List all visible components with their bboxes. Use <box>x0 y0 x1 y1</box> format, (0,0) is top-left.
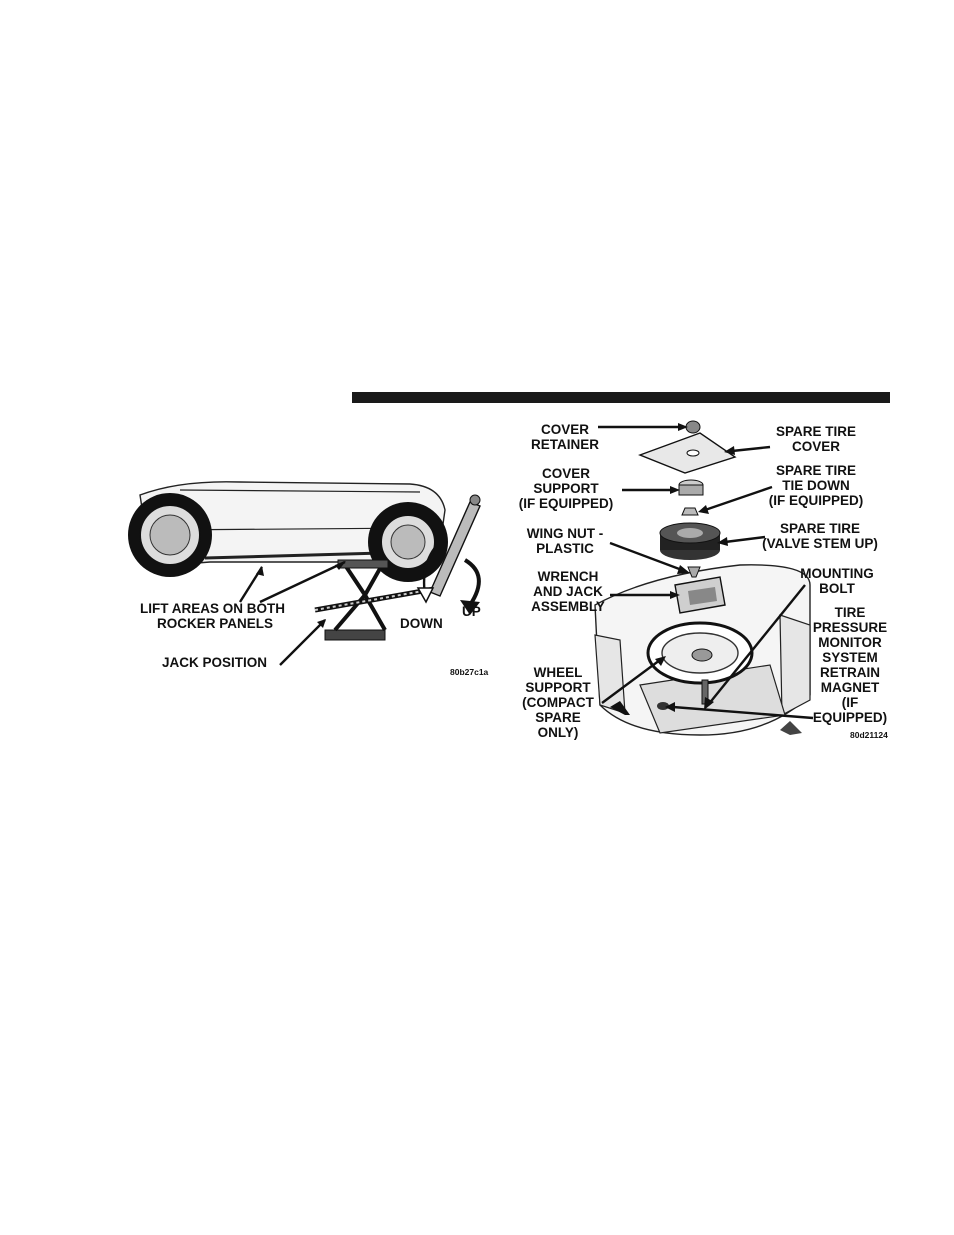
wheel-support-label-4: SPARE <box>535 710 581 725</box>
tpms-label-1: TIRE <box>835 605 866 620</box>
wrench-jack-label-2: AND JACK <box>533 584 603 599</box>
wing-nut-label-2: PLASTIC <box>536 541 594 556</box>
spare-tire-cover-label-1: SPARE TIRE <box>776 424 856 439</box>
wrench-jack-assembly-icon <box>674 576 726 614</box>
jack-wrench-handle-icon <box>429 494 481 597</box>
wrench-jack-label-1: WRENCH <box>538 569 599 584</box>
spare-tire-icon <box>659 522 721 560</box>
wing-nut-icon <box>687 566 701 578</box>
down-arrow-icon <box>416 539 443 604</box>
lift-areas-label-line1: LIFT AREAS ON BOTH <box>140 601 285 616</box>
tpms-label-3: MONITOR <box>818 635 882 650</box>
cover-support-icon <box>678 479 704 496</box>
up-label: UP <box>462 604 481 619</box>
cover-retainer-label-1: COVER <box>541 422 589 437</box>
rear-wheel-icon <box>128 493 212 577</box>
mounting-bolt-label-1: MOUNTING <box>800 566 874 581</box>
wheel-support-label-2: SUPPORT <box>525 680 591 695</box>
cover-retainer-icon <box>685 420 701 434</box>
lift-areas-label-line2: ROCKER PANELS <box>157 616 273 631</box>
tpms-magnet-icon <box>657 702 669 710</box>
tie-down-label-2: TIE DOWN <box>782 478 850 493</box>
section-divider-bar <box>352 392 890 403</box>
spare-tire-cover-label-2: COVER <box>792 439 840 454</box>
cover-support-label-3: (IF EQUIPPED) <box>519 496 614 511</box>
tpms-label-2: PRESSURE <box>813 620 887 635</box>
wheel-support-icon <box>646 621 754 685</box>
wing-nut-label-1: WING NUT - <box>527 526 604 541</box>
tpms-label-6: MAGNET <box>821 680 880 695</box>
figure-code-right: 80d21124 <box>850 730 888 740</box>
tpms-label-5: RETRAIN <box>820 665 880 680</box>
jack-position-illustration: LIFT AREAS ON BOTH ROCKER PANELS JACK PO… <box>128 481 489 677</box>
tie-down-label-3: (IF EQUIPPED) <box>769 493 864 508</box>
tpms-label-8: EQUIPPED) <box>813 710 887 725</box>
cover-support-label-1: COVER <box>542 466 590 481</box>
wheel-support-label-5: ONLY) <box>538 725 579 740</box>
down-label: DOWN <box>400 616 443 631</box>
tie-down-icon <box>681 507 699 516</box>
cover-retainer-label-2: RETAINER <box>531 437 599 452</box>
wheel-support-label-1: WHEEL <box>534 665 583 680</box>
mounting-bolt-label-2: BOLT <box>819 581 855 596</box>
tie-down-label-1: SPARE TIRE <box>776 463 856 478</box>
tpms-label-4: SYSTEM <box>822 650 878 665</box>
cover-support-label-2: SUPPORT <box>533 481 599 496</box>
spare-tire-stowage-illustration: COVER RETAINER SPARE TIRE COVER COVER SU… <box>519 420 888 740</box>
up-arrow-icon <box>460 558 481 615</box>
tpms-label-7: (IF <box>842 695 859 710</box>
spare-tire-label-2: (VALVE STEM UP) <box>762 536 878 551</box>
scissor-jack-icon <box>314 559 441 641</box>
figure-code-left: 80b27c1a <box>450 667 489 677</box>
jack-position-label: JACK POSITION <box>162 655 267 670</box>
wheel-support-label-3: (COMPACT <box>522 695 594 710</box>
spare-tire-label-1: SPARE TIRE <box>780 521 860 536</box>
wrench-jack-label-3: ASSEMBLY <box>531 599 605 614</box>
